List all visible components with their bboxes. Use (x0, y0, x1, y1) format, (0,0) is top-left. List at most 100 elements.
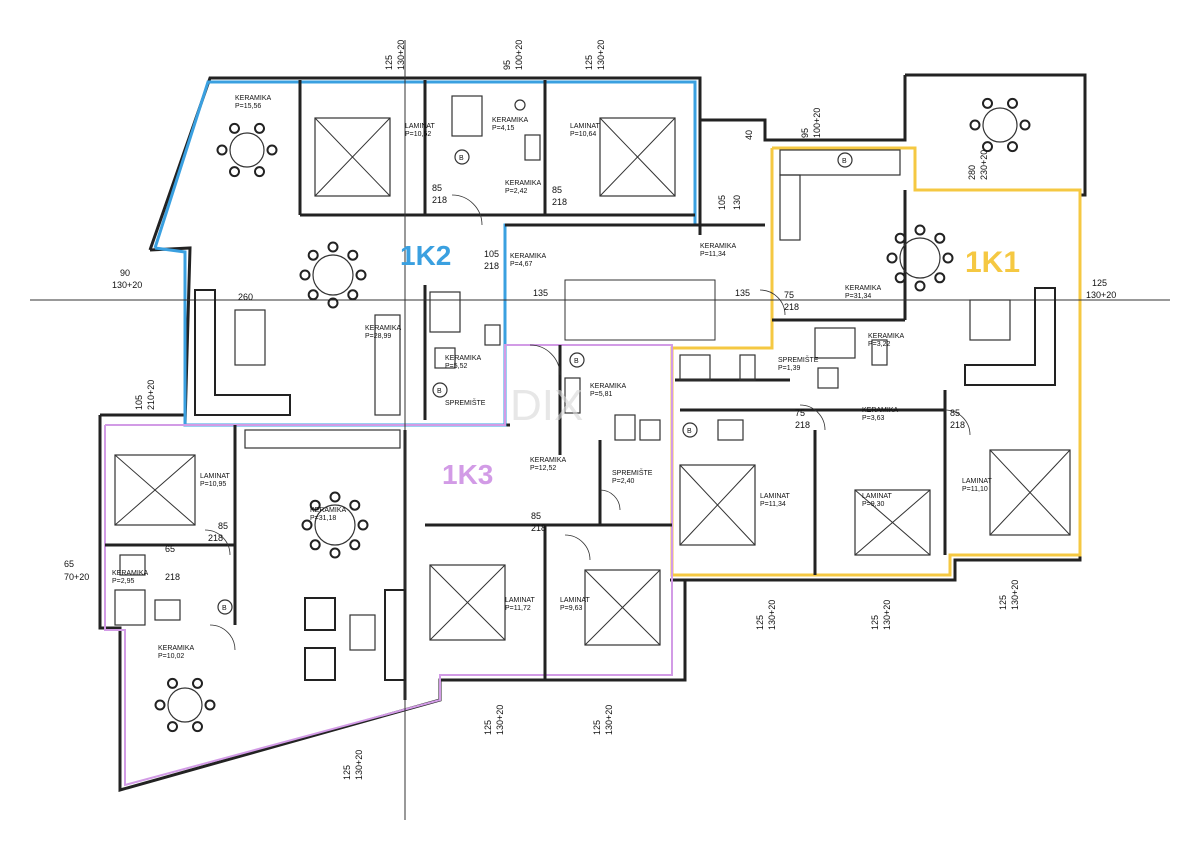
chair (309, 499, 321, 511)
door-dim-9: 85 (218, 521, 228, 531)
dim-left-3: 105 (134, 395, 144, 410)
room-material: KERAMIKA (510, 253, 547, 260)
chair (299, 269, 311, 281)
storage-boiler-icons: B B B B B B (217, 149, 853, 615)
chair (307, 249, 319, 261)
chair (894, 232, 906, 244)
room-material: KERAMIKA (310, 507, 347, 514)
dim-top-6: 130+20 (596, 40, 606, 70)
svg-text:B: B (687, 428, 692, 435)
svg-text:B: B (842, 158, 847, 165)
chair (266, 144, 278, 156)
interior-walls (30, 40, 1170, 820)
dim-left-5: 65 (64, 559, 74, 569)
chair (192, 677, 203, 689)
chair (229, 122, 240, 134)
door-dim-11: 85 (531, 511, 541, 521)
sofa-1k2 (194, 289, 291, 416)
building-walls (98, 73, 1087, 792)
room-material: KERAMIKA (235, 95, 272, 102)
door-dim-14: 218 (795, 420, 810, 430)
chair (349, 499, 361, 511)
room-area: P=28,99 (365, 333, 391, 340)
room-material: LAMINAT (962, 478, 993, 485)
chair (969, 119, 981, 131)
room-material: KERAMIKA (158, 645, 195, 652)
room-area: P=2,95 (112, 578, 134, 585)
door-swings (204, 194, 971, 651)
chair (254, 122, 265, 134)
misc-dim-7: 105 (717, 195, 727, 210)
bed-1k1-c (989, 449, 1071, 536)
chair (1019, 119, 1031, 131)
dim-bottom-7: 125 (870, 615, 880, 630)
chair (329, 491, 341, 503)
room-material: LAMINAT (760, 493, 791, 500)
room-material: KERAMIKA (862, 407, 899, 414)
chair (894, 272, 906, 284)
room-material: LAMINAT (570, 123, 601, 130)
chair (1007, 141, 1018, 153)
misc-dim-1: 280 (967, 165, 977, 180)
chair (355, 269, 367, 281)
unit-label-1k2: 1K2 (400, 240, 451, 271)
room-area: P=5,81 (590, 391, 612, 398)
chair (192, 721, 203, 733)
room-material: KERAMIKA (112, 570, 149, 577)
room-material: KERAMIKA (505, 180, 542, 187)
dim-bottom-3: 125 (592, 720, 602, 735)
dim-top-2: 130+20 (396, 40, 406, 70)
door-dim-7: 75 (784, 290, 794, 300)
dimensions-bottom: 125 130+20 125 130+20 125 130+20 125 130… (342, 580, 1020, 780)
chair (347, 249, 359, 261)
room-material: SPREMIŠTE (778, 355, 819, 364)
room-material: LAMINAT (862, 493, 893, 500)
chair (301, 519, 313, 531)
chair (254, 166, 265, 178)
room-area: P=10,02 (158, 653, 184, 660)
chair (309, 539, 321, 551)
room-material: KERAMIKA (590, 383, 627, 390)
door-dim-15: 85 (950, 408, 960, 418)
door-dim-4: 218 (484, 261, 499, 271)
room-area: P=11,10 (962, 486, 988, 493)
room-area: P=10,64 (570, 131, 596, 138)
room-material: LAMINAT (560, 597, 591, 604)
dim-top-4: 100+20 (514, 40, 524, 70)
room-material: KERAMIKA (530, 457, 567, 464)
bed-1k3-right (584, 569, 661, 646)
bed-1k1-b (854, 489, 931, 556)
room-area: P=4,67 (510, 261, 532, 268)
dim-left-4: 210+20 (146, 380, 156, 410)
bed-1k2-left (314, 117, 391, 197)
dim-bottom-10: 130+20 (1010, 580, 1020, 610)
chair (204, 699, 216, 711)
door-dim-17: 65 (165, 544, 175, 554)
chair (167, 677, 178, 689)
dim-right-1: 125 (1092, 278, 1107, 288)
room-area: P=10,52 (405, 131, 431, 138)
dim-bottom-9: 125 (998, 595, 1008, 610)
chair (167, 721, 178, 733)
sofa-1k3 (349, 589, 406, 681)
dining-table-6 (167, 687, 203, 723)
dim-left-1: 90 (120, 268, 130, 278)
room-material: LAMINAT (405, 123, 436, 130)
dimensions-left: 90 130+20 105 210+20 65 70+20 (64, 268, 156, 582)
room-area: P=11,34 (760, 501, 786, 508)
door-dim-13: 75 (795, 408, 805, 418)
dining-table-2 (312, 254, 354, 296)
chair (154, 699, 166, 711)
room-material: KERAMIKA (365, 325, 402, 332)
chair (347, 289, 359, 301)
room-labels: KERAMIKAP=15,56LAMINATP=10,52KERAMIKAP=4… (112, 95, 993, 660)
